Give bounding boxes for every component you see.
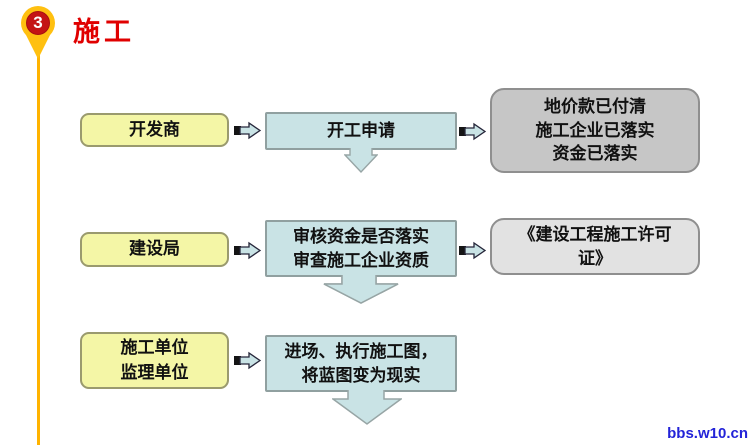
right-arrow-icon <box>459 122 487 141</box>
actor-line: 施工单位 <box>120 337 189 357</box>
down-arrow-icon <box>323 275 399 304</box>
process-box-row3: 进场、执行施工图， 将蓝图变为现实 <box>265 335 457 392</box>
process-line: 审核资金是否落实 <box>293 226 429 246</box>
result-line: 资金已落实 <box>552 144 638 164</box>
right-arrow-icon <box>234 121 262 140</box>
result-line: 证》 <box>578 248 612 268</box>
step-marker-pin: 3 <box>16 3 60 61</box>
process-line: 进场、执行施工图， <box>284 341 438 361</box>
process-line: 将蓝图变为现实 <box>301 365 421 385</box>
result-line: 《建设工程施工许可 <box>518 224 672 244</box>
right-arrow-icon <box>234 241 262 260</box>
result-line: 施工企业已落实 <box>535 120 655 140</box>
section-title: 施工 <box>73 17 135 47</box>
actor-box-row3: 施工单位 监理单位 <box>80 332 229 389</box>
actor-label: 建设局 <box>129 239 180 259</box>
actor-line: 监理单位 <box>120 362 189 382</box>
actor-box-row1: 开发商 <box>80 113 229 147</box>
actor-box-row2: 建设局 <box>80 232 229 267</box>
down-arrow-icon <box>332 390 402 425</box>
right-arrow-icon <box>459 241 487 260</box>
process-line: 审查施工企业资质 <box>293 250 429 270</box>
actor-label: 开发商 <box>129 119 180 139</box>
result-line: 地价款已付清 <box>544 96 646 116</box>
timeline-line <box>37 54 40 445</box>
step-number: 3 <box>33 13 43 32</box>
process-label: 开工申请 <box>327 121 395 141</box>
result-box-row1: 地价款已付清 施工企业已落实 资金已落实 <box>490 88 700 173</box>
right-arrow-icon <box>234 351 262 370</box>
process-box-row2: 审核资金是否落实 审查施工企业资质 <box>265 220 457 277</box>
watermark-text: bbs.w10.cn <box>667 425 748 442</box>
pin-icon <box>21 6 55 59</box>
process-box-row1: 开工申请 <box>265 112 457 150</box>
down-arrow-icon <box>344 148 378 173</box>
result-box-row2: 《建设工程施工许可 证》 <box>490 218 700 275</box>
